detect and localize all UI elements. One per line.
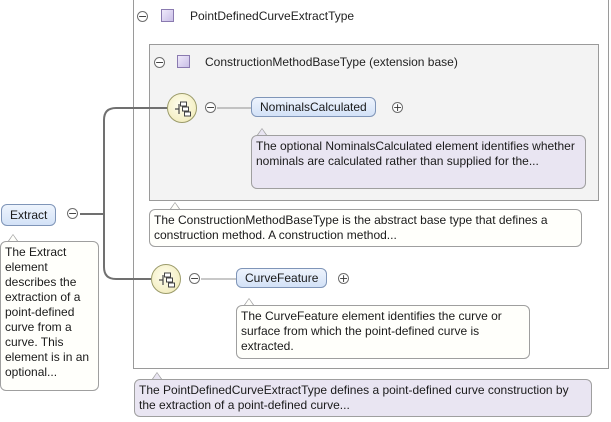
nominals-documentation: The optional NominalsCalculated element …: [251, 135, 586, 189]
base-type-documentation: The ConstructionMethodBaseType is the ab…: [149, 209, 582, 247]
base-type-doc-pointer: [170, 202, 180, 209]
extract-doc-pointer: [8, 234, 18, 241]
sequence-glyph-icon: [159, 272, 175, 288]
sequence-collapse-toggle[interactable]: −: [189, 272, 200, 285]
complex-type-icon: [161, 9, 174, 22]
sequence-compositor-icon[interactable]: [151, 264, 181, 294]
curve-feature-element[interactable]: CurveFeature: [236, 268, 328, 288]
nominals-calculated-element[interactable]: NominalsCalculated: [251, 97, 376, 117]
extract-collapse-toggle[interactable]: −: [67, 207, 78, 220]
nominals-doc-pointer: [257, 128, 267, 135]
sequence-glyph-icon: [175, 101, 191, 117]
curve-feature-expand-toggle[interactable]: +: [338, 272, 349, 285]
sequence-compositor-icon[interactable]: [167, 93, 197, 123]
extract-element[interactable]: Extract: [1, 204, 57, 226]
nominals-expand-toggle[interactable]: +: [392, 101, 403, 114]
outer-type-label: PointDefinedCurveExtractType: [190, 9, 355, 23]
sequence-collapse-toggle[interactable]: −: [205, 101, 216, 114]
curve-feature-doc-pointer: [244, 298, 254, 305]
outer-type-documentation: The PointDefinedCurveExtractType defines…: [134, 379, 592, 417]
base-type-collapse-toggle[interactable]: −: [154, 56, 165, 69]
extract-documentation: The Extract element describes the extrac…: [0, 241, 99, 391]
outer-type-doc-pointer: [152, 372, 162, 379]
base-type-label: ConstructionMethodBaseType (extension ba…: [205, 55, 458, 69]
complex-type-icon: [177, 55, 190, 68]
outer-type-collapse-toggle[interactable]: −: [137, 10, 148, 23]
curve-feature-documentation: The CurveFeature element identifies the …: [236, 305, 530, 359]
